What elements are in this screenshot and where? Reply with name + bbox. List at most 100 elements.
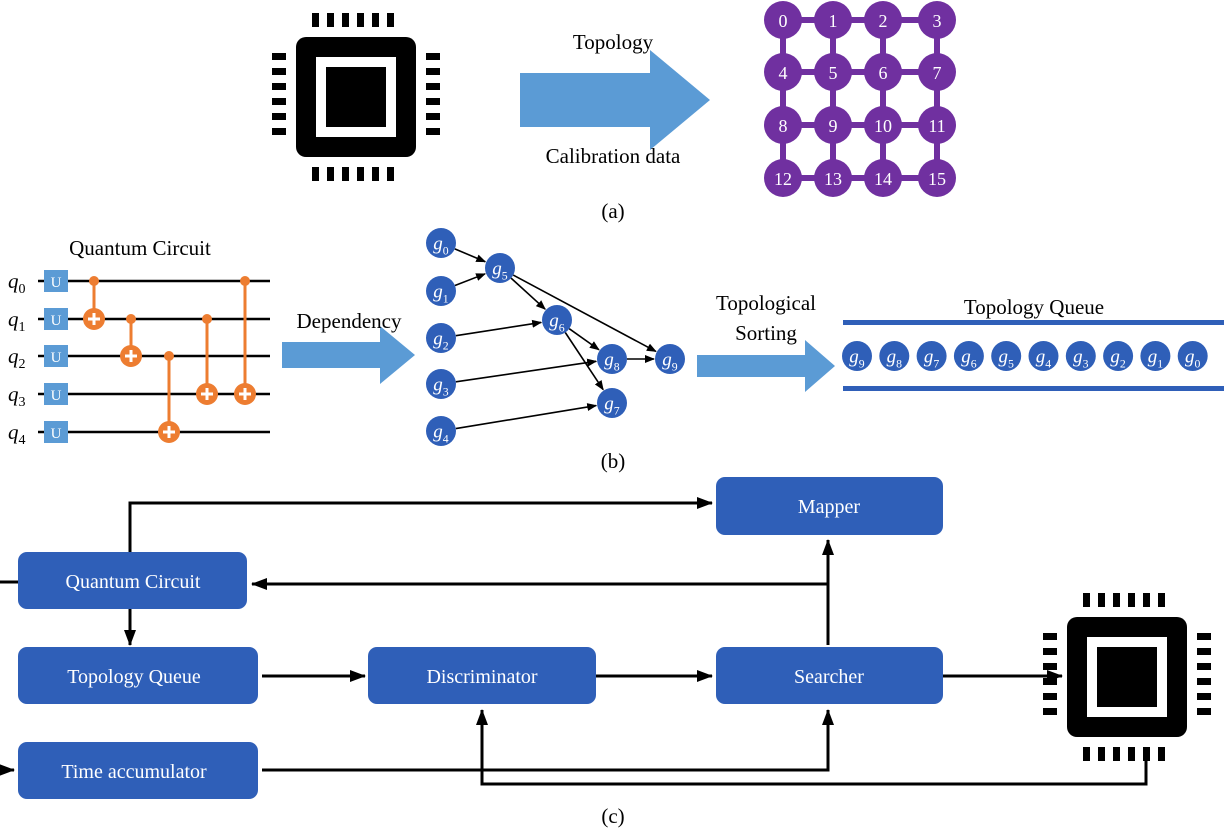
discriminator-box[interactable] [368,647,596,704]
qubit-label: q0 [8,269,26,297]
sorting-arrow [697,340,835,392]
discriminator-label: Discriminator [426,666,537,688]
quantum-circuit-label: Quantum Circuit [66,571,201,593]
qubit-node [864,106,902,144]
queue-node-label: g4 [1036,347,1052,371]
qubit-node [864,1,902,39]
dag-edge [455,403,598,430]
queue-node-label: g7 [924,347,940,371]
queue-node [1177,341,1208,371]
sorting-label-2: Sorting [735,321,797,345]
qubit-node [814,106,852,144]
dag-node-label: g2 [433,329,449,353]
searcher-label: Searcher [794,666,864,688]
dag-node [426,228,456,258]
time-accumulator-box[interactable] [18,742,258,799]
queue-node [1103,341,1134,371]
queue-node [1065,341,1096,371]
qubit-node-label: 12 [774,169,792,189]
queue-node [879,341,910,371]
u-gate [44,421,68,443]
dag-node [426,323,456,353]
qubit-node [764,53,802,91]
queue-node-label: g8 [887,347,903,371]
cnot-control [126,314,136,324]
qubit-node-label: 15 [928,169,946,189]
link-circuit-mapper [128,497,713,552]
qubit-node [918,1,956,39]
caption-b: (b) [601,449,626,473]
qubit-node [864,159,902,197]
queue-node [991,341,1022,371]
chip-icon [272,13,440,181]
queue-node-label: g0 [1185,347,1201,371]
u-gate-label: U [51,313,62,329]
dag-node [597,344,627,374]
dag-node [485,253,515,283]
qubit-node [814,53,852,91]
qubit-node-label: 1 [829,11,838,31]
mapper-box[interactable] [716,477,943,535]
dag-edge [455,358,598,383]
caption-c: (c) [601,804,624,828]
topology-queue-box[interactable] [18,647,258,704]
quantum-circuit-box[interactable] [18,552,247,609]
dag-edge [454,273,487,287]
topology-queue-label: Topology Queue [67,666,201,688]
qubit-label: q1 [8,307,26,335]
queue-node-label: g3 [1073,347,1089,371]
qubit-node-label: 8 [779,116,788,136]
qubit-node-label: 14 [874,169,892,189]
dag-edge [512,274,657,353]
u-gate [44,308,68,330]
dag-edge [564,332,604,391]
qubit-node-label: 11 [928,116,945,136]
cnot-control [164,351,174,361]
qubit-node-label: 0 [779,11,788,31]
u-gate-label: U [51,388,62,404]
qubit-node-label: 3 [933,11,942,31]
qubit-node-label: 9 [829,116,838,136]
dag-edge [568,328,600,351]
dag-node [542,305,572,335]
u-gate-label: U [51,350,62,366]
qubit-node [918,106,956,144]
searcher-box[interactable] [716,647,943,704]
calibration-label: Calibration data [546,144,681,168]
queue-node [916,341,947,371]
link-chip-discriminator [476,709,1148,786]
u-gate-label: U [51,275,62,291]
dag-node-label: g0 [433,234,449,258]
dag-node-label: g1 [433,282,449,306]
panel-c [0,497,1148,786]
u-gate-label: U [51,426,62,442]
qubit-node [864,53,902,91]
circuit-title: Quantum Circuit [69,236,211,260]
dag-edge [455,319,543,337]
sorting-label-1: Topological [716,291,816,315]
link-searcher-circuit [251,578,830,645]
cnot-control [202,314,212,324]
dag-node [426,416,456,446]
qubit-node [764,159,802,197]
queue-node [1028,341,1059,371]
u-gate [44,270,68,292]
dag-edge [454,248,487,263]
dag-node [426,369,456,399]
time-accumulator-label: Time accumulator [61,761,207,783]
qubit-node-label: 13 [824,169,842,189]
queue-title: Topology Queue [964,295,1104,319]
queue-node [953,341,984,371]
dag-node [597,388,627,418]
dag-node-label: g3 [433,375,449,399]
qubit-node [918,53,956,91]
qubit-node [814,1,852,39]
dependency-arrow [282,326,415,384]
mapper-label: Mapper [798,496,861,518]
qubit-node [764,106,802,144]
